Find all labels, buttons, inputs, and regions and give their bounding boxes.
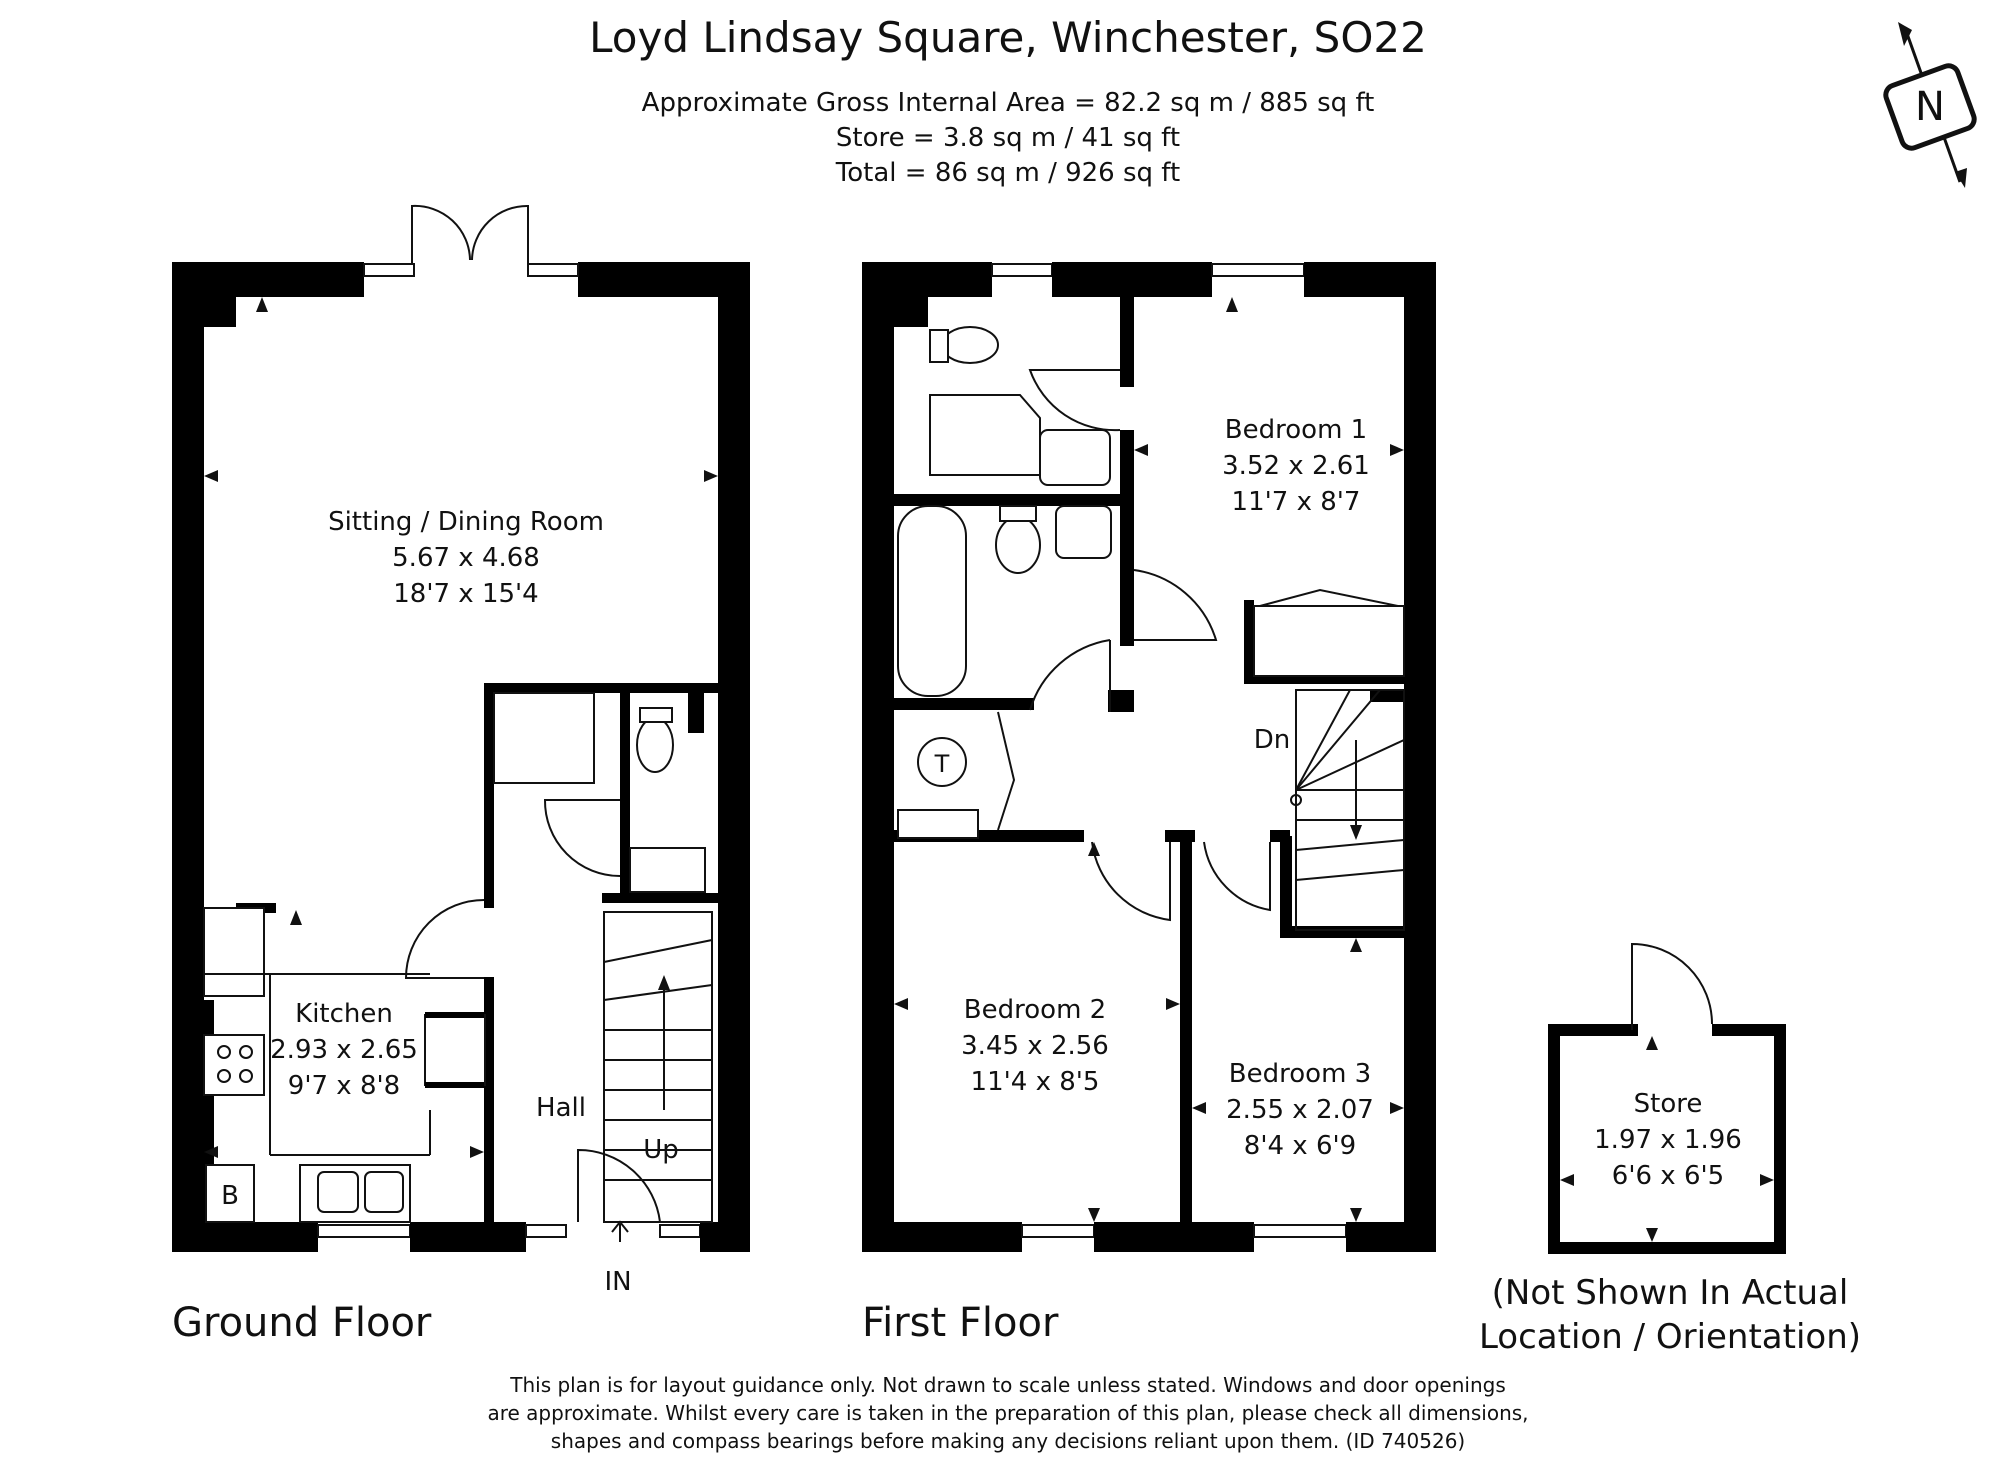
north-compass-icon: N — [1883, 22, 1977, 188]
sitting-room-name: Sitting / Dining Room — [328, 507, 604, 537]
ensuite-toilet-icon — [941, 326, 999, 364]
store-door-arc — [1631, 942, 1713, 1030]
bedroom-2-metric: 3.45 x 2.56 — [961, 1031, 1109, 1061]
bath-icon — [897, 505, 967, 697]
disclaimer-line-2: are approximate. Whilst every care is ta… — [487, 1401, 1528, 1425]
bedroom-2-name: Bedroom 2 — [964, 995, 1106, 1025]
gross-area-line: Approximate Gross Internal Area = 82.2 s… — [642, 88, 1375, 118]
first-floor-label: First Floor — [862, 1300, 1059, 1346]
store-metric: 1.97 x 1.96 — [1594, 1125, 1742, 1155]
store-name: Store — [1634, 1089, 1703, 1119]
total-area-line: Total = 86 sq m / 926 sq ft — [835, 158, 1180, 188]
sitting-room-metric: 5.67 x 4.68 — [392, 543, 540, 573]
kitchen-imperial: 9'7 x 8'8 — [288, 1071, 400, 1101]
wc-toilet-icon — [636, 717, 674, 773]
entrance-arrow-icon — [611, 1220, 629, 1242]
wc-basin-icon — [629, 847, 706, 893]
ensuite-basin-icon — [1039, 429, 1111, 486]
store-note-line-2: Location / Orientation) — [1479, 1317, 1861, 1357]
store-area-line: Store = 3.8 sq m / 41 sq ft — [836, 123, 1180, 153]
bathroom-basin-icon — [1055, 505, 1112, 559]
shower-tray-icon — [929, 394, 1041, 476]
boiler-label: B — [221, 1181, 239, 1211]
bedroom-3-imperial: 8'4 x 6'9 — [1244, 1131, 1356, 1161]
compass-letter: N — [1915, 84, 1945, 130]
kitchen-door-arc — [404, 899, 485, 979]
kitchen-name: Kitchen — [295, 999, 393, 1029]
bedroom-1-name: Bedroom 1 — [1225, 415, 1367, 445]
bedroom-2-imperial: 11'4 x 8'5 — [971, 1067, 1100, 1097]
hall-name: Hall — [536, 1093, 586, 1123]
plan-title: Loyd Lindsay Square, Winchester, SO22 — [589, 13, 1427, 62]
tank-label: T — [934, 750, 950, 778]
kitchen-metric: 2.93 x 2.65 — [270, 1035, 418, 1065]
stairs-up-icon — [603, 911, 713, 1223]
hob-icon — [203, 1034, 265, 1096]
bedroom-1-imperial: 11'7 x 8'7 — [1232, 487, 1361, 517]
store-plan: Store 1.97 x 1.96 6'6 x 6'5 (Not Shown I… — [1479, 942, 1861, 1357]
stairs-up-label: Up — [643, 1135, 679, 1165]
store-note-line-1: (Not Shown In Actual — [1492, 1273, 1849, 1313]
front-door-arc — [577, 1148, 661, 1223]
tank-icon — [917, 737, 967, 787]
sitting-room-imperial: 18'7 x 15'4 — [393, 579, 538, 609]
stairs-down-label: Dn — [1254, 725, 1291, 755]
bedroom-3-name: Bedroom 3 — [1229, 1059, 1371, 1089]
ground-floor-plan: B Sitting — [172, 204, 750, 1346]
ground-floor-label: Ground Floor — [172, 1300, 432, 1346]
first-floor-plan: T — [862, 262, 1436, 1346]
bedroom-3-metric: 2.55 x 2.07 — [1226, 1095, 1374, 1125]
entrance-label: IN — [604, 1267, 631, 1297]
store-imperial: 6'6 x 6'5 — [1612, 1161, 1724, 1191]
stairs-down-icon — [1290, 689, 1405, 931]
disclaimer-line-1: This plan is for layout guidance only. N… — [509, 1373, 1506, 1397]
bedroom-1-metric: 3.52 x 2.61 — [1222, 451, 1370, 481]
bathroom-toilet-icon — [995, 516, 1041, 574]
french-doors-icon — [411, 204, 529, 268]
boiler-icon — [205, 1164, 255, 1223]
disclaimer-line-3: shapes and compass bearings before makin… — [551, 1429, 1465, 1453]
